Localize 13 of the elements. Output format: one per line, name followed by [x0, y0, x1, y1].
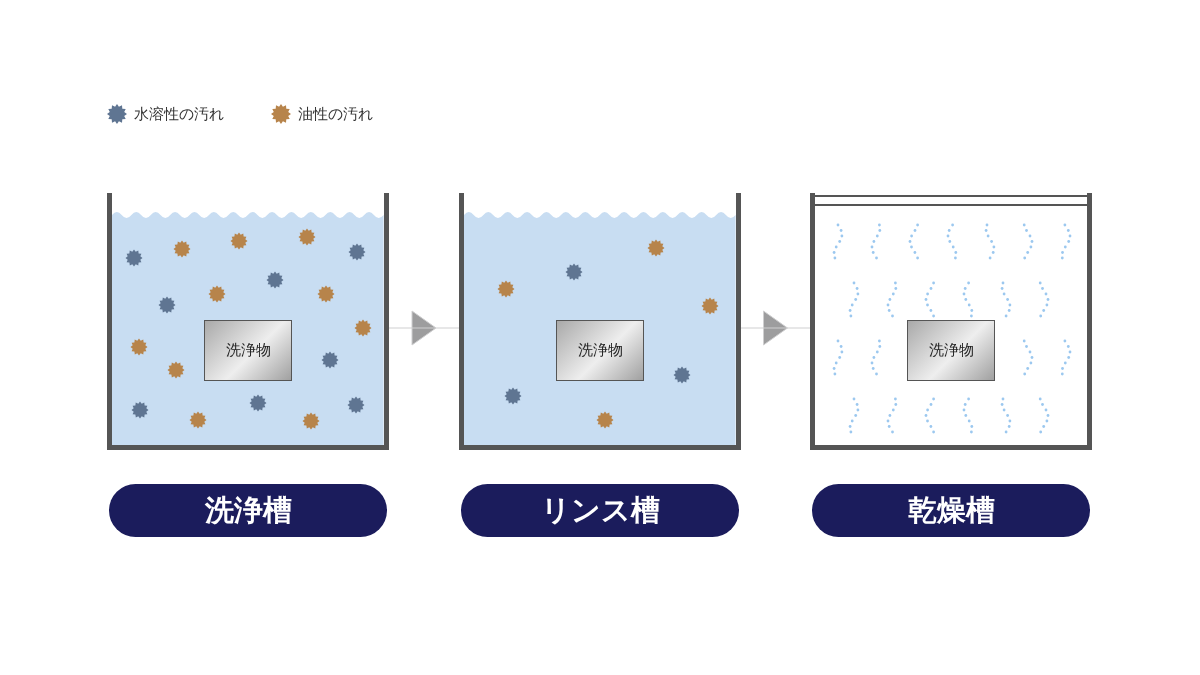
- process-arrow: [740, 310, 811, 346]
- workpiece-box: 洗浄物: [204, 320, 292, 381]
- workpiece-box: 洗浄物: [556, 320, 644, 381]
- liquid-tank-drawing: [107, 193, 389, 450]
- tank-name-label: 乾燥槽: [812, 484, 1090, 537]
- process-arrow: [388, 310, 460, 346]
- tank-name-label: 洗浄槽: [109, 484, 387, 537]
- drying-tank-drawing: [810, 193, 1092, 450]
- liquid-tank-drawing: [459, 193, 741, 450]
- workpiece-box: 洗浄物: [907, 320, 995, 381]
- legend-label: 油性の汚れ: [298, 104, 373, 124]
- legend-label: 水溶性の汚れ: [134, 104, 224, 124]
- tank-name-label: リンス槽: [461, 484, 739, 537]
